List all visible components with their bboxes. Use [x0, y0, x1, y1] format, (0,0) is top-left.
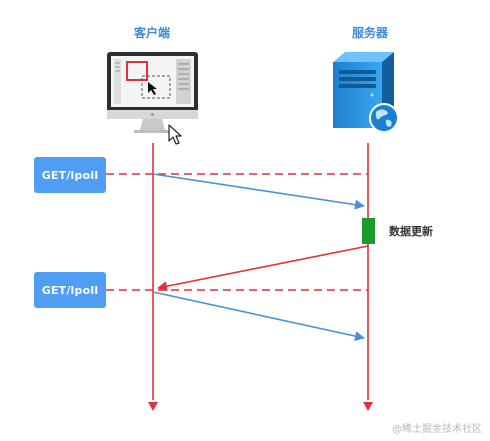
- request-2-arrow: [152, 291, 365, 341]
- request-box-1: GET/lpoll: [34, 157, 106, 193]
- response-arrow: [157, 245, 369, 292]
- client-lifeline: [148, 143, 158, 411]
- request-1-arrow: [152, 173, 365, 210]
- server-lifeline: [363, 143, 373, 411]
- client-title: 客户端: [133, 26, 170, 40]
- data-update-label: 数据更新: [389, 225, 433, 238]
- mouse-cursor-icon: [168, 124, 182, 145]
- server-title: 服务器: [351, 26, 388, 40]
- desktop-computer-icon: [107, 52, 198, 133]
- server-tower-icon: [333, 52, 399, 133]
- data-update-block: [362, 218, 375, 244]
- request-box-2: GET/lpoll: [34, 272, 106, 308]
- watermark: @稀土掘金技术社区: [392, 424, 482, 435]
